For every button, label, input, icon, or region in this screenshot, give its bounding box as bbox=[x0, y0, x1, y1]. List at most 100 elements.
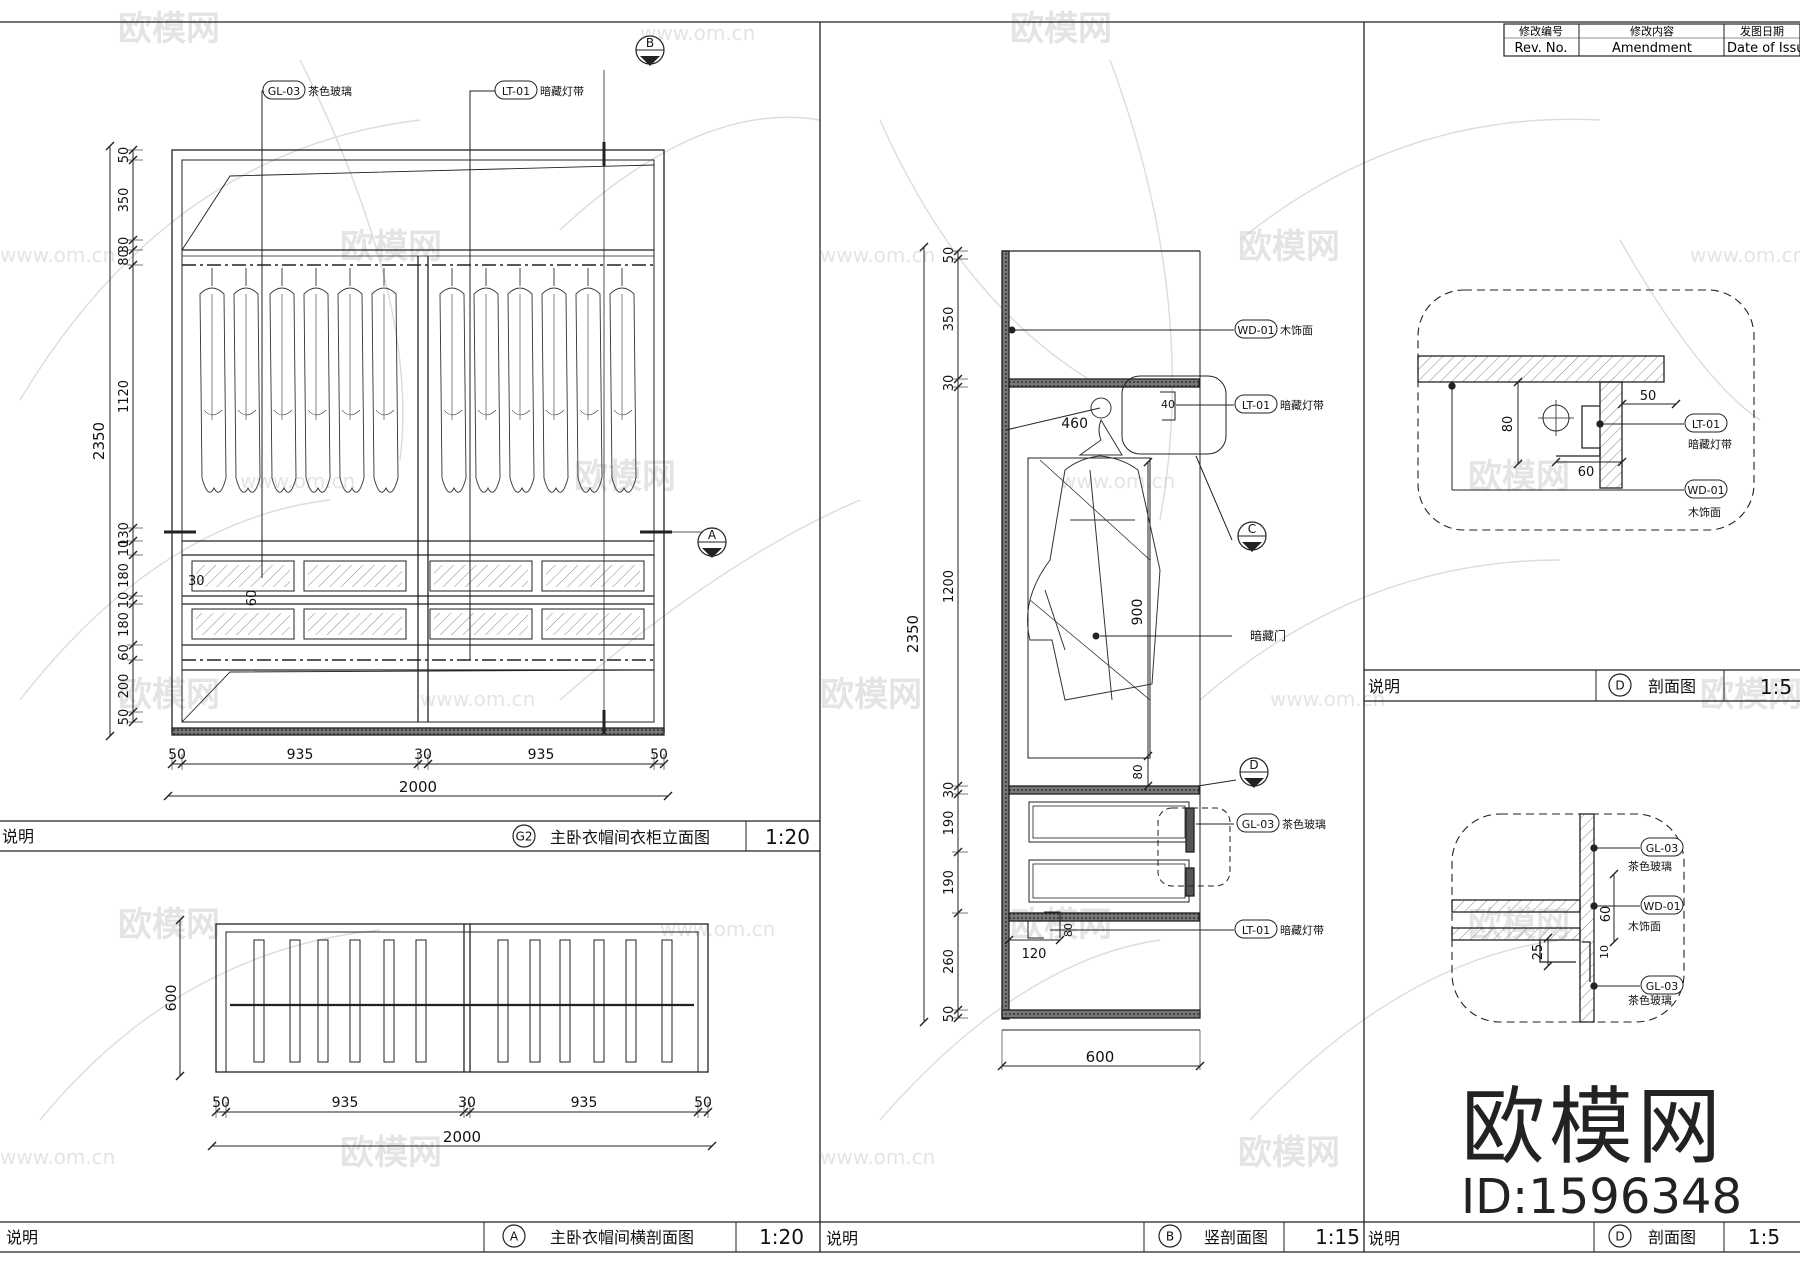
watermark-url: www.om.cn bbox=[1270, 687, 1385, 711]
db-dim-60: 60 bbox=[1599, 906, 1614, 923]
tag-db-glass-code: GL-03 bbox=[1646, 842, 1678, 855]
callout-c-letter: C bbox=[1248, 522, 1256, 536]
section-mark-a-letter: A bbox=[708, 528, 717, 542]
dim-tick bbox=[163, 791, 173, 801]
section-mark-b-arrow bbox=[640, 56, 660, 66]
slat bbox=[253, 939, 265, 1063]
shirt-cuff bbox=[477, 409, 497, 416]
dimension-lines bbox=[105, 141, 1681, 1151]
amendment-en: Amendment bbox=[1612, 41, 1692, 56]
date-en: Date of Issu bbox=[1727, 41, 1800, 56]
watermark-brand: 欧模网 bbox=[1010, 9, 1112, 49]
g2-vdim-label: 50 bbox=[117, 147, 132, 164]
b-vdim-label: 190 bbox=[942, 870, 957, 895]
b-dim-80: 80 bbox=[1131, 764, 1145, 779]
dim-tick bbox=[1055, 935, 1065, 945]
slat bbox=[559, 939, 571, 1063]
dim-tick bbox=[1551, 457, 1561, 467]
g2-vdim-label: 80 bbox=[117, 249, 132, 266]
b-note-label: 说明 bbox=[826, 1229, 858, 1248]
b-vdim-label: 1200 bbox=[942, 570, 957, 603]
callout-d-arrow bbox=[1244, 778, 1264, 788]
db-dim-25: 25 bbox=[1531, 944, 1546, 961]
tag-b-glass-text: 茶色玻璃 bbox=[1282, 817, 1326, 831]
tag-b-light-text: 暗藏灯带 bbox=[1280, 398, 1324, 412]
b-vdim-label: 30 bbox=[942, 375, 957, 392]
a-scale: 1:20 bbox=[759, 1225, 804, 1249]
dt-scale: 1:5 bbox=[1760, 675, 1792, 699]
watermark-url: www.om.cn bbox=[240, 469, 355, 493]
callout-c-arrow bbox=[1242, 542, 1262, 552]
dim-tick bbox=[207, 1141, 217, 1151]
sheet-frame bbox=[0, 21, 1800, 1253]
slat bbox=[593, 939, 605, 1063]
a-symbol-letter: A bbox=[510, 1229, 519, 1243]
date-cn: 发图日期 bbox=[1740, 24, 1784, 38]
tag-b-glass-bubble bbox=[1236, 813, 1280, 833]
rev-no-en: Rev. No. bbox=[1515, 41, 1568, 56]
tag-glass-code: GL-03 bbox=[268, 85, 300, 98]
shirt-cuff bbox=[375, 409, 395, 416]
g2-vdim-label: 200 bbox=[117, 674, 132, 699]
tag-b-light2-bubble bbox=[1234, 919, 1278, 939]
g2-hdim-label: 30 bbox=[414, 747, 432, 763]
dim-tick bbox=[919, 242, 929, 252]
watermark-url: www.om.cn bbox=[820, 243, 935, 267]
tag-b-light-bubble bbox=[1234, 394, 1278, 414]
shirt bbox=[541, 287, 569, 493]
shirt-cuff bbox=[237, 409, 257, 416]
shirt bbox=[269, 287, 297, 493]
g2-total-height: 2350 bbox=[90, 422, 108, 460]
tag-b-wood-text: 木饰面 bbox=[1280, 323, 1313, 337]
dim-tick bbox=[1143, 457, 1153, 467]
watermark-brand: 欧模网 bbox=[118, 675, 220, 715]
db-note-label: 说明 bbox=[1368, 1229, 1400, 1248]
tag-b-light2-code: LT-01 bbox=[1242, 924, 1270, 937]
dim-tick bbox=[1671, 399, 1681, 409]
shirt-cuff bbox=[511, 409, 531, 416]
g2-vdim-label: 60 bbox=[117, 644, 132, 661]
watermark-brand: 欧模网 bbox=[820, 675, 922, 715]
a-hdim-label: 935 bbox=[332, 1095, 359, 1111]
slat bbox=[529, 939, 541, 1063]
watermark-url: www.om.cn bbox=[820, 1145, 935, 1169]
callout-d-letter: D bbox=[1249, 758, 1258, 772]
detail-d-bottom bbox=[1451, 813, 1685, 1023]
watermark-layer: 欧模网欧模网欧模网欧模网欧模网欧模网欧模网欧模网欧模网欧模网欧模网欧模网欧模网欧… bbox=[0, 9, 1800, 1173]
dt-note-label: 说明 bbox=[1368, 677, 1400, 696]
db-symbol-circle bbox=[1608, 1224, 1632, 1248]
dt-symbol-circle bbox=[1608, 673, 1632, 697]
dim-tick bbox=[105, 731, 115, 741]
slat bbox=[661, 939, 673, 1063]
brand-name: 欧模网 bbox=[1460, 1078, 1725, 1176]
tag-b-wood-code: WD-01 bbox=[1237, 324, 1274, 337]
tag-db-wood-code: WD-01 bbox=[1643, 900, 1680, 913]
dim-tick bbox=[663, 791, 673, 801]
tag-b-light2-text: 暗藏灯带 bbox=[1280, 923, 1324, 937]
tag-b-wood-bubble bbox=[1234, 319, 1278, 339]
dim-tick bbox=[1609, 937, 1619, 947]
b-dim-120: 120 bbox=[1022, 947, 1047, 962]
g2-note-label: 说明 bbox=[2, 827, 34, 846]
slat bbox=[317, 939, 329, 1063]
a-hdim-label: 50 bbox=[212, 1095, 230, 1111]
tag-dt-light-code: LT-01 bbox=[1692, 418, 1720, 431]
tag-glass-text: 茶色玻璃 bbox=[308, 84, 352, 98]
shirt bbox=[575, 287, 603, 493]
dim-tick bbox=[1143, 781, 1153, 791]
g2-vdim-label: 30 bbox=[117, 237, 132, 254]
db-scale: 1:5 bbox=[1748, 1225, 1780, 1249]
watermark-url: www.om.cn bbox=[1060, 469, 1175, 493]
shirt bbox=[439, 287, 467, 493]
tag-b-light-code: LT-01 bbox=[1242, 399, 1270, 412]
dim-tick bbox=[1513, 377, 1523, 387]
dim-tick bbox=[1617, 457, 1627, 467]
g2-vdim-label: 180 bbox=[117, 612, 132, 637]
b-scale: 1:15 bbox=[1315, 1225, 1360, 1249]
shirt-cuff bbox=[545, 409, 565, 416]
dim-tick bbox=[175, 915, 185, 925]
dim-tick bbox=[919, 1017, 929, 1027]
watermark-brand: 欧模网 bbox=[574, 457, 676, 497]
db-title: 剖面图 bbox=[1648, 1228, 1696, 1247]
shirt bbox=[609, 287, 637, 493]
